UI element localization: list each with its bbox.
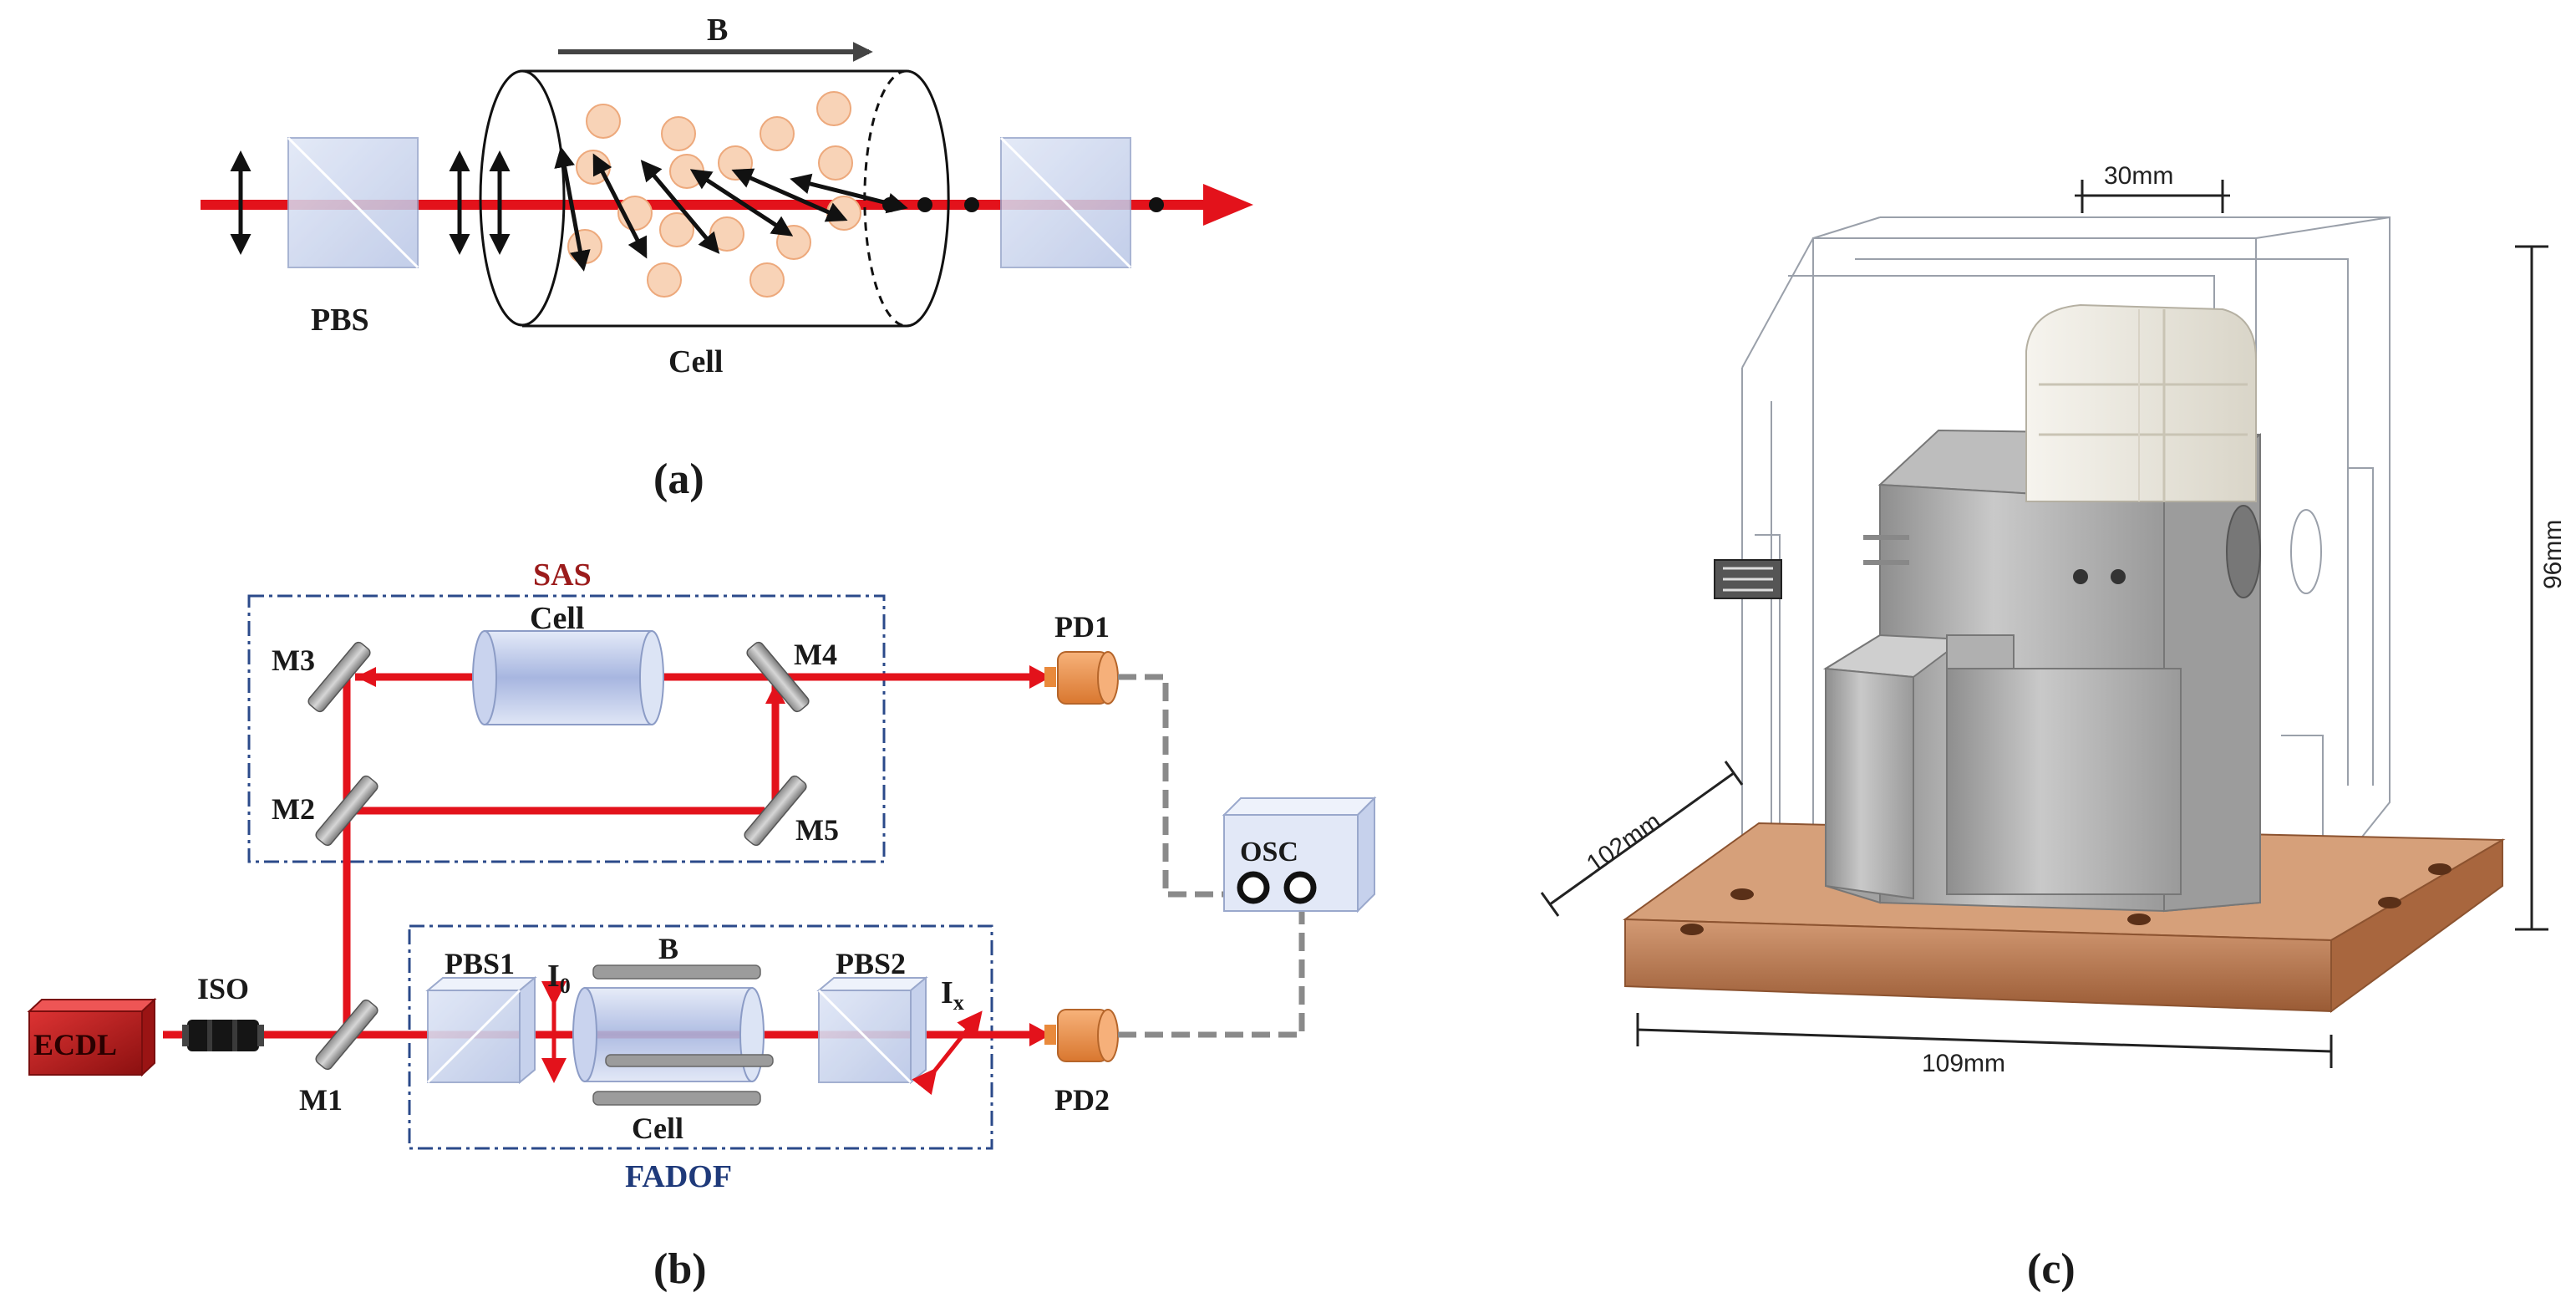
- pbs2-cube: [816, 975, 928, 1085]
- electrical-connector: [1714, 559, 1782, 599]
- fadof-cell-label: Cell: [632, 1112, 683, 1145]
- atom: [661, 116, 696, 151]
- magnetic-coil: [2025, 303, 2257, 502]
- ix-polarization-arrow: [912, 1010, 983, 1096]
- atom: [816, 91, 851, 126]
- polarization-dots: [882, 197, 1164, 212]
- pbs1-cube: [425, 975, 537, 1085]
- caption-a: (a): [653, 455, 704, 503]
- mirror-label-m4: M4: [794, 638, 837, 671]
- photodiode-pd2: [1044, 1009, 1119, 1062]
- beam-arrowhead-m4: [765, 684, 785, 704]
- dim-tick: [1724, 761, 1744, 786]
- dim-tick: [1540, 892, 1560, 917]
- pbs1-label: PBS1: [445, 947, 515, 980]
- ix-label: Ix: [941, 975, 964, 1015]
- beam-arrowhead-a: [1203, 184, 1253, 226]
- field-label-a: B: [707, 13, 728, 48]
- pbs-diagonal-left: [287, 136, 419, 269]
- photodiode-pd1: [1044, 651, 1119, 705]
- laser-ecdl: [27, 997, 157, 1077]
- atom: [749, 262, 785, 298]
- atom: [818, 145, 853, 181]
- pbs2-label: PBS2: [836, 947, 906, 980]
- optical-isolator: [182, 1020, 264, 1051]
- osc-label: OSC: [1240, 837, 1298, 868]
- mirror-label-m2: M2: [272, 792, 315, 826]
- iso-label: ISO: [197, 972, 249, 1005]
- dim-label-width: 109mm: [1922, 1050, 2005, 1077]
- i0-label: I0: [547, 959, 571, 998]
- ecdl-label: ECDL: [33, 1028, 117, 1061]
- steel-housing: [1822, 429, 2322, 913]
- pd1-label: PD1: [1054, 610, 1110, 644]
- mirror-m4: [746, 641, 810, 713]
- cell-label-a: Cell: [668, 344, 723, 379]
- atom: [567, 229, 602, 264]
- atom: [669, 154, 704, 189]
- dim-label-depth: 102mm: [1582, 807, 1666, 878]
- pd2-label: PD2: [1054, 1083, 1110, 1117]
- beam-arrowhead-pd2: [1029, 1023, 1051, 1046]
- pbs-label-a: PBS: [311, 303, 369, 338]
- fadof-cell: [572, 964, 774, 1106]
- sas-cell: [472, 630, 664, 725]
- mirror-m3: [307, 641, 371, 713]
- mirror-m5: [744, 775, 807, 847]
- beam-arrowhead-pd1: [1029, 665, 1051, 689]
- dim-line-width: [1637, 1028, 2332, 1053]
- pbs-diagonal-right: [999, 136, 1132, 269]
- cable-pd2-osc: [1118, 903, 1305, 1038]
- cable-pd1-osc: [1118, 674, 1228, 898]
- dim-label-height: 96mm: [2539, 520, 2567, 589]
- mirror-m2: [315, 775, 379, 847]
- vapor-cell-a: [479, 69, 950, 328]
- panel-c: 30mm 96mm 102mm 109mm (c): [1540, 162, 2567, 1293]
- atom: [760, 116, 795, 151]
- beam-arrowhead-m3: [356, 667, 376, 687]
- fadof-field-label: B: [658, 932, 678, 965]
- atom: [586, 104, 621, 139]
- caption-c: (c): [2027, 1245, 2076, 1293]
- mirror-label-m3: M3: [272, 644, 315, 677]
- mirror-label-m1: M1: [299, 1083, 343, 1117]
- mirror-label-m5: M5: [795, 813, 839, 847]
- atom: [647, 262, 682, 298]
- dim-line-depth: [1549, 771, 1735, 906]
- panel-a: B PBS Cell: [201, 13, 1253, 503]
- dim-label-top: 30mm: [2104, 162, 2173, 190]
- sas-frame: [247, 594, 886, 863]
- oscilloscope: [1222, 796, 1377, 914]
- panel-b: SAS Cell FADOF: [27, 557, 1377, 1293]
- sas-label: SAS: [533, 557, 592, 593]
- fadof-label: FADOF: [625, 1159, 732, 1194]
- caption-b: (b): [653, 1245, 707, 1293]
- mirror-m1: [315, 999, 379, 1071]
